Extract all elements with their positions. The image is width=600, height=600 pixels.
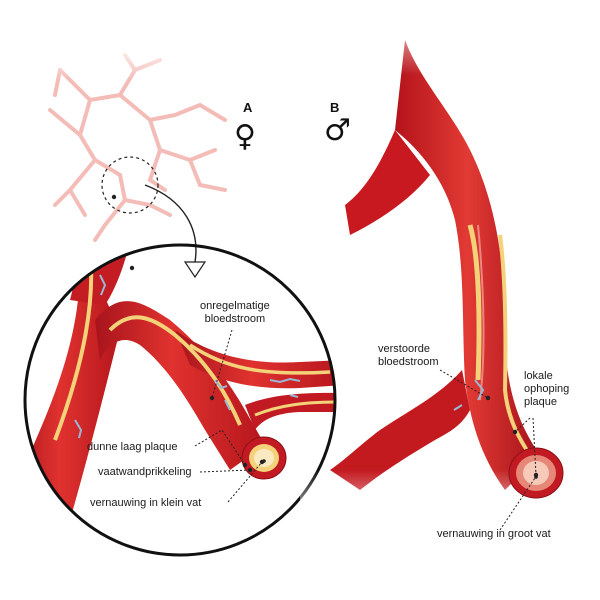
magnify-target-circle: [101, 156, 159, 214]
panel-b-letter: B: [330, 100, 340, 115]
magnifier-circle: [23, 243, 337, 557]
label-line: ophoping: [524, 383, 570, 395]
label-disturbed-bloodflow: verstoorde bloedstroom: [378, 343, 439, 369]
label-wall-irritation: vaatwandprikkeling: [98, 466, 192, 478]
label-irregular-bloodflow: onregelmatige bloedstroom: [200, 300, 270, 326]
large-artery: [330, 40, 540, 490]
label-line: onregelmatige: [200, 300, 270, 312]
label-line: bloedstroom: [378, 356, 439, 368]
label-line: plaque: [524, 396, 558, 408]
label-thin-plaque: dunne laag plaque: [87, 441, 178, 453]
label-line: lokale: [524, 370, 553, 382]
label-line: verstoorde: [378, 343, 430, 355]
label-large-vessel-narrowing: vernauwing in groot vat: [437, 528, 551, 540]
label-small-vessel-narrowing: vernauwing in klein vat: [90, 497, 202, 509]
male-symbol-icon: ♂: [324, 113, 351, 148]
panel-a-letter: A: [243, 100, 253, 115]
pointer-arrow: [144, 184, 197, 263]
label-local-plaque: lokale ophoping plaque: [524, 370, 569, 409]
female-symbol-icon: ♀: [234, 119, 256, 154]
leader-lines: [194, 329, 537, 531]
label-line: bloedstroom: [204, 313, 266, 325]
